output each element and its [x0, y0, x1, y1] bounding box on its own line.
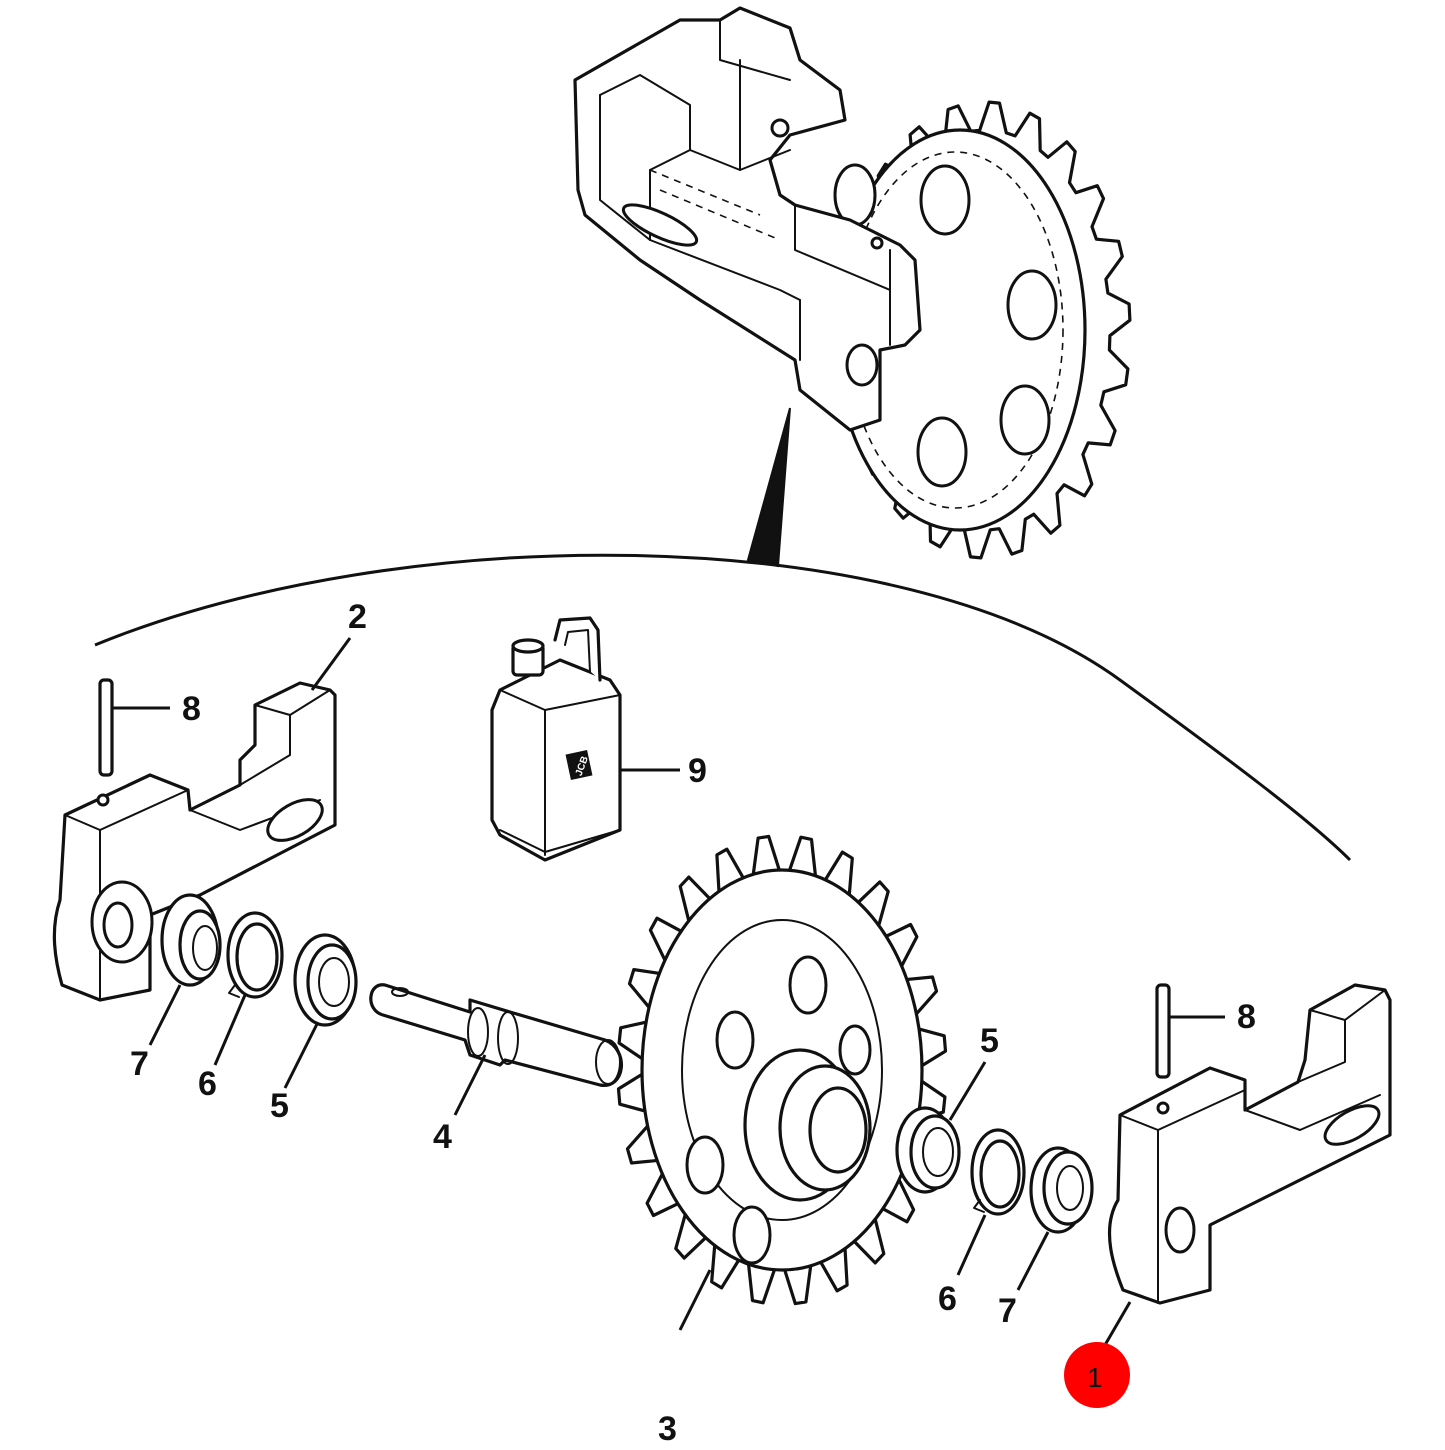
part-8-roll-pin-left	[98, 678, 114, 777]
callout-9: 9	[688, 752, 707, 790]
highlight-marker-item-1	[1064, 1342, 1130, 1408]
callout-1: 1	[1087, 1362, 1103, 1393]
callout-2: 2	[348, 598, 367, 636]
callout-5-right: 5	[980, 1022, 999, 1060]
assembled-housing-bracket	[573, 6, 922, 432]
callout-8-left: 8	[182, 690, 201, 728]
callout-labels: 2 8 9 7 6 5 4 5 6 7 8 3 1	[130, 598, 1256, 1448]
part-9-oil-container: JCB	[490, 616, 622, 862]
part-5-bearing-right	[895, 1106, 961, 1194]
exploded-view-divider-arc	[94, 553, 1352, 862]
callout-6-left: 6	[198, 1065, 217, 1103]
assembled-sprocket-view	[573, 6, 1132, 568]
callout-leaders	[112, 637, 1225, 1346]
callout-7-right: 7	[998, 1292, 1017, 1330]
part-8-roll-pin-right	[1155, 983, 1171, 1079]
part-6-circlip-right	[970, 1128, 1026, 1216]
part-7-seal-left	[160, 893, 222, 987]
callout-6-right: 6	[938, 1280, 957, 1318]
assembled-sprocket-wheel	[833, 100, 1132, 560]
callout-5-left: 5	[270, 1087, 289, 1125]
callout-3: 3	[658, 1410, 677, 1445]
part-3-sprocket	[616, 834, 948, 1306]
part-5-bearing-left	[293, 933, 358, 1027]
part-6-circlip-left	[226, 911, 284, 999]
jcb-logo: JCB	[565, 749, 593, 781]
part-2-side-plate-left	[52, 681, 337, 1002]
callout-7-left: 7	[130, 1045, 149, 1083]
callout-4: 4	[433, 1118, 452, 1156]
detail-pointer-wedge	[746, 407, 791, 568]
part-7-seal-right	[1029, 1146, 1094, 1234]
part-1-side-plate-right	[1108, 983, 1392, 1305]
callout-8-right: 8	[1237, 998, 1256, 1036]
part-4-shaft	[369, 983, 623, 1087]
